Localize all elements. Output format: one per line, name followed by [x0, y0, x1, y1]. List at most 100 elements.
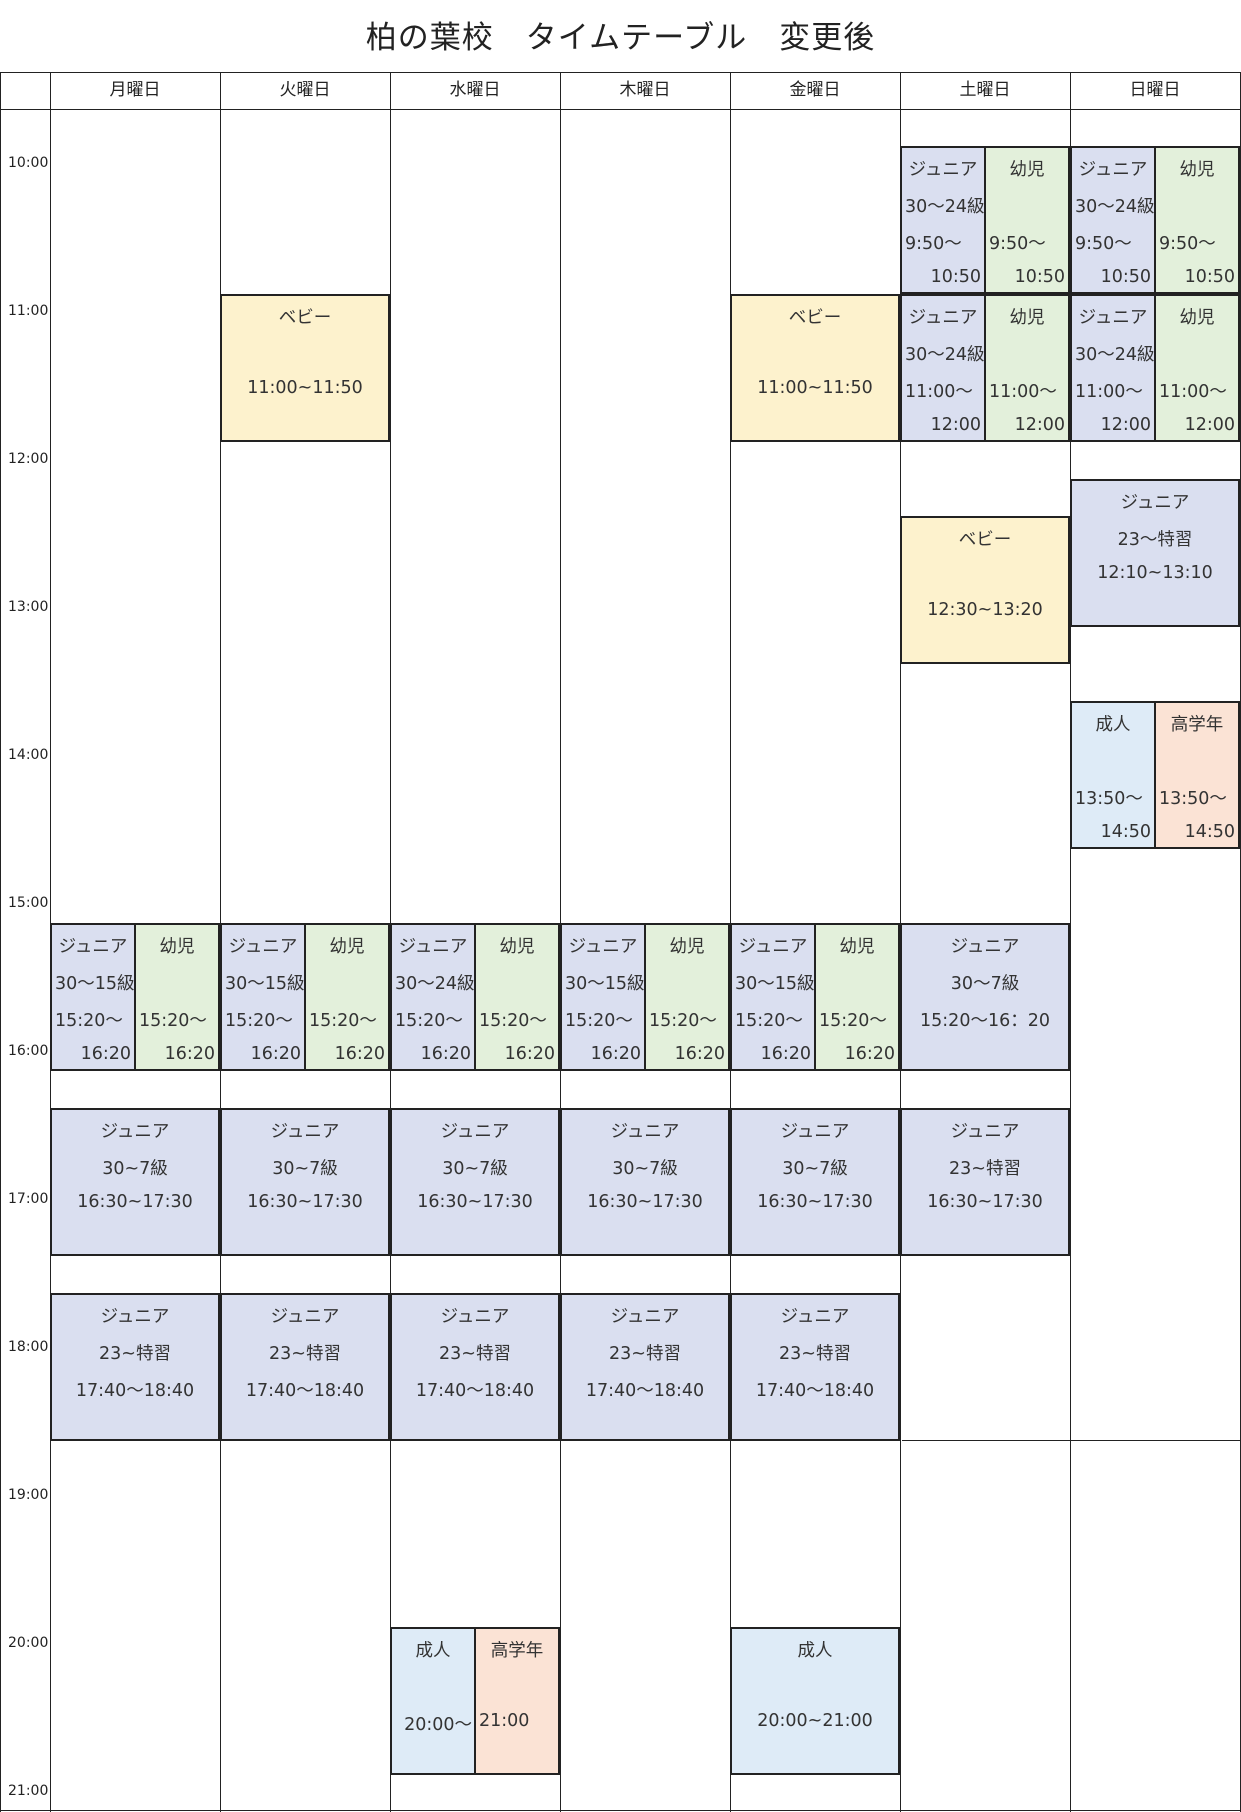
class-block-junior[interactable]: ジュニア 30～15級 15:20～ 16:20 — [560, 923, 646, 1071]
class-block-junior[interactable]: ジュニア 30～7級 15:20～16：20 — [900, 923, 1070, 1071]
class-block-junior[interactable]: ジュニア 30~7級 16:30~17:30 — [560, 1108, 730, 1256]
time-label: 21:00 — [8, 1783, 49, 1799]
class-start: 9:50～ — [1075, 234, 1132, 254]
class-block-adult[interactable]: 成人 20:00~21:00 — [730, 1627, 900, 1775]
class-block-junior[interactable]: ジュニア 23～特習 12:10~13:10 — [1070, 479, 1240, 627]
class-name: 幼児 — [1009, 160, 1045, 180]
class-start: 15:20～ — [225, 1011, 293, 1031]
class-start: 15:20～ — [649, 1011, 717, 1031]
class-block-junior[interactable]: ジュニア 23~特習 17:40～18:40 — [730, 1293, 900, 1441]
class-grade: 30~7級 — [102, 1159, 168, 1179]
class-block-junior[interactable]: ジュニア 23~特習 17:40～18:40 — [220, 1293, 390, 1441]
class-block-kids[interactable]: 幼児 9:50～ 10:50 — [1154, 146, 1240, 294]
class-block-baby[interactable]: ベビー 11:00~11:50 — [220, 294, 390, 442]
class-block-kids[interactable]: 幼児 15:20～ 16:20 — [304, 923, 390, 1071]
class-block-kids[interactable]: 幼児 15:20～ 16:20 — [474, 923, 560, 1071]
class-end: 12:00 — [1100, 415, 1151, 435]
class-name: ジュニア — [440, 1307, 510, 1327]
class-grade: 30～24級 — [1075, 197, 1155, 217]
class-block-baby[interactable]: ベビー 11:00~11:50 — [730, 294, 900, 442]
class-block-junior[interactable]: ジュニア 23~特習 17:40～18:40 — [560, 1293, 730, 1441]
class-start: 15:20～ — [139, 1011, 207, 1031]
grid-line — [1070, 72, 1071, 1812]
class-time: 20:00~21:00 — [757, 1711, 873, 1731]
class-name: 幼児 — [669, 937, 705, 957]
class-block-kids[interactable]: 幼児 15:20～ 16:20 — [134, 923, 220, 1071]
class-start: 15:20～ — [395, 1011, 463, 1031]
class-start: 15:20～ — [819, 1011, 887, 1031]
time-label: 13:00 — [8, 599, 49, 615]
class-grade: 23~特習 — [779, 1344, 851, 1364]
class-name: ジュニア — [780, 1307, 850, 1327]
day-header-wed: 水曜日 — [449, 80, 501, 100]
class-block-junior[interactable]: ジュニア 30~7級 16:30~17:30 — [50, 1108, 220, 1256]
class-block-junior[interactable]: ジュニア 30～24級 9:50～ 10:50 — [1070, 146, 1156, 294]
class-name: ベビー — [278, 308, 332, 328]
class-time: 16:30~17:30 — [247, 1192, 363, 1212]
class-block-junior[interactable]: ジュニア 30～24級 9:50～ 10:50 — [900, 146, 986, 294]
class-block-adult[interactable]: 成人 13:50～ 14:50 — [1070, 701, 1156, 849]
class-name: 幼児 — [1009, 308, 1045, 328]
class-name: 幼児 — [1179, 308, 1215, 328]
class-block-kids[interactable]: 幼児 11:00～ 12:00 — [1154, 294, 1240, 442]
class-block-junior[interactable]: ジュニア 30~7級 16:30~17:30 — [730, 1108, 900, 1256]
class-block-junior[interactable]: ジュニア 30～15級 15:20～ 16:20 — [220, 923, 306, 1071]
class-block-kids[interactable]: 幼児 9:50～ 10:50 — [984, 146, 1070, 294]
class-name: ジュニア — [738, 937, 808, 957]
class-block-junior[interactable]: ジュニア 23~特習 17:40～18:40 — [50, 1293, 220, 1441]
class-time: 11:00~11:50 — [757, 378, 873, 398]
class-grade: 30～24級 — [395, 974, 475, 994]
class-block-adult[interactable]: 成人 20:00～ — [390, 1627, 476, 1775]
class-block-baby[interactable]: ベビー 12:30~13:20 — [900, 516, 1070, 664]
class-block-kids[interactable]: 幼児 15:20～ 16:20 — [814, 923, 900, 1071]
class-end: 16:20 — [760, 1044, 811, 1064]
day-header-sat: 土曜日 — [959, 80, 1011, 100]
class-time: 11:00~11:50 — [247, 378, 363, 398]
class-block-junior[interactable]: ジュニア 30～24級 15:20～ 16:20 — [390, 923, 476, 1071]
day-header-sun: 日曜日 — [1129, 80, 1181, 100]
class-block-junior[interactable]: ジュニア 30～24級 11:00～ 12:00 — [900, 294, 986, 442]
class-block-kids[interactable]: 幼児 11:00～ 12:00 — [984, 294, 1070, 442]
class-block-junior[interactable]: ジュニア 30～15級 15:20～ 16:20 — [50, 923, 136, 1071]
class-name: 幼児 — [1179, 160, 1215, 180]
class-block-junior[interactable]: ジュニア 30～15級 15:20～ 16:20 — [730, 923, 816, 1071]
class-time: 17:40～18:40 — [585, 1381, 705, 1401]
class-start: 15:20～ — [565, 1011, 633, 1031]
class-start: 15:20～ — [735, 1011, 803, 1031]
class-name: ジュニア — [1078, 308, 1148, 328]
class-block-junior[interactable]: ジュニア 23~特習 16:30~17:30 — [900, 1108, 1070, 1256]
class-grade: 30~7級 — [442, 1159, 508, 1179]
class-name: ジュニア — [440, 1122, 510, 1142]
time-label: 12:00 — [8, 451, 49, 467]
class-block-upper[interactable]: 高学年 13:50～ 14:50 — [1154, 701, 1240, 849]
class-start: 9:50～ — [905, 234, 962, 254]
class-block-junior[interactable]: ジュニア 23~特習 17:40～18:40 — [390, 1293, 560, 1441]
class-grade: 23~特習 — [609, 1344, 681, 1364]
class-grade: 23～特習 — [1117, 530, 1193, 550]
class-name: 幼児 — [329, 937, 365, 957]
class-name: ジュニア — [270, 1307, 340, 1327]
class-end: 12:00 — [930, 415, 981, 435]
class-block-junior[interactable]: ジュニア 30~7級 16:30~17:30 — [220, 1108, 390, 1256]
class-block-kids[interactable]: 幼児 15:20～ 16:20 — [644, 923, 730, 1071]
class-name: ジュニア — [270, 1122, 340, 1142]
class-name: ジュニア — [100, 1122, 170, 1142]
class-grade: 30～15級 — [565, 974, 645, 994]
class-name: 幼児 — [839, 937, 875, 957]
class-grade: 30～24級 — [905, 197, 985, 217]
class-time: 16:30~17:30 — [587, 1192, 703, 1212]
time-label: 15:00 — [8, 895, 49, 911]
class-block-junior[interactable]: ジュニア 30~7級 16:30~17:30 — [390, 1108, 560, 1256]
class-block-upper[interactable]: 高学年 21:00 — [474, 1627, 560, 1775]
class-start: 11:00～ — [989, 382, 1057, 402]
class-end: 10:50 — [1184, 267, 1235, 287]
class-end: 12:00 — [1184, 415, 1235, 435]
class-grade: 30~7級 — [782, 1159, 848, 1179]
class-grade: 23~特習 — [439, 1344, 511, 1364]
class-name: ジュニア — [568, 937, 638, 957]
class-time: 16:30~17:30 — [417, 1192, 533, 1212]
class-block-junior[interactable]: ジュニア 30～24級 11:00～ 12:00 — [1070, 294, 1156, 442]
class-time: 12:10~13:10 — [1097, 563, 1213, 583]
grid-line — [0, 72, 1, 1812]
class-name: 成人 — [797, 1641, 833, 1661]
